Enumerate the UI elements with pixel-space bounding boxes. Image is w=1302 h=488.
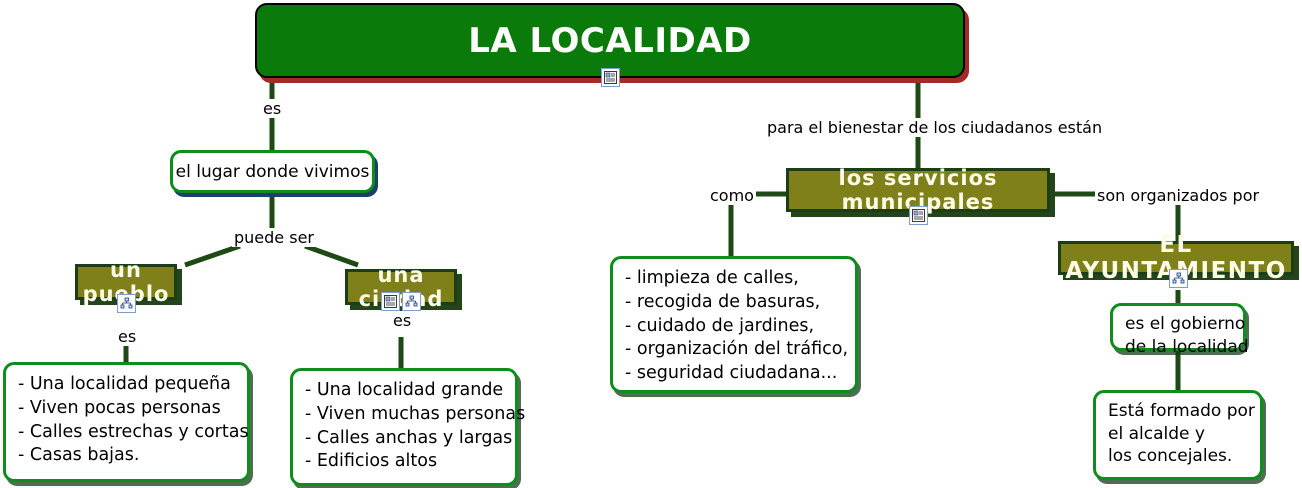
link-label-es-pueblo: es [116, 327, 139, 346]
node-servicios-lista[interactable]: - limpieza de calles, - recogida de basu… [610, 256, 858, 393]
link-label-puede-ser: puede ser [232, 228, 316, 247]
list-item: - cuidado de jardines, [625, 315, 815, 336]
document-icon[interactable] [909, 206, 928, 225]
list-item: - Calles estrechas y cortas [18, 421, 249, 442]
node-la-localidad[interactable]: LA LOCALIDAD [255, 3, 965, 78]
node-pueblo-caracteristicas[interactable]: - Una localidad pequeña - Viven pocas pe… [3, 362, 250, 482]
node-servicios-municipales[interactable]: los servicios municipales [786, 166, 1050, 214]
list-item: - Viven pocas personas [18, 397, 221, 418]
list-item: - Calles anchas y largas [305, 427, 513, 448]
document-icon[interactable] [381, 292, 400, 311]
list-item: - limpieza de calles, [625, 268, 799, 288]
link-label-bienestar: para el bienestar de los ciudadanos está… [765, 118, 1105, 137]
document-icon[interactable] [601, 68, 620, 87]
list-item: Está formado por [1108, 401, 1255, 421]
list-item: - Una localidad grande [305, 380, 504, 400]
list-item: de la localidad [1125, 336, 1249, 357]
node-una-ciudad[interactable]: una ciudad [345, 263, 457, 311]
hierarchy-icon[interactable] [402, 292, 421, 311]
hierarchy-icon[interactable] [117, 294, 136, 313]
hierarchy-icon[interactable] [1169, 269, 1188, 288]
list-item: - Casas bajas. [18, 445, 140, 466]
list-item: - organización del tráfico, [625, 339, 849, 360]
list-item: el alcalde y [1108, 423, 1205, 444]
node-una-ciudad-label: una ciudad [358, 263, 444, 311]
list-item: - Edificios altos [305, 451, 438, 472]
list-item: los concejales. [1108, 446, 1233, 467]
link-label-es-lugar: es [261, 99, 284, 118]
list-item: - Una localidad pequeña [18, 374, 231, 394]
list-item: - Viven muchas personas [305, 403, 526, 424]
list-item: - seguridad ciudadana... [625, 363, 838, 384]
node-esta-formado-por[interactable]: Está formado por el alcalde y los concej… [1093, 390, 1263, 480]
list-item: es el gobierno [1125, 314, 1246, 334]
node-el-lugar-donde-vivimos-label: el lugar donde vivimos [175, 161, 370, 182]
node-el-lugar-donde-vivimos[interactable]: el lugar donde vivimos [170, 150, 375, 193]
node-servicios-municipales-label: los servicios municipales [838, 166, 998, 214]
node-un-pueblo[interactable]: un pueblo [75, 258, 177, 306]
link-label-es-ciudad: es [391, 311, 414, 330]
list-item: - recogida de basuras, [625, 291, 821, 312]
node-es-el-gobierno[interactable]: es el gobierno de la localidad [1110, 303, 1249, 357]
link-label-como: como [708, 186, 756, 205]
node-la-localidad-label: LA LOCALIDAD [468, 20, 752, 61]
link-label-son-organizados-por: son organizados por [1095, 186, 1262, 205]
node-ciudad-caracteristicas[interactable]: - Una localidad grande - Viven muchas pe… [290, 368, 526, 486]
